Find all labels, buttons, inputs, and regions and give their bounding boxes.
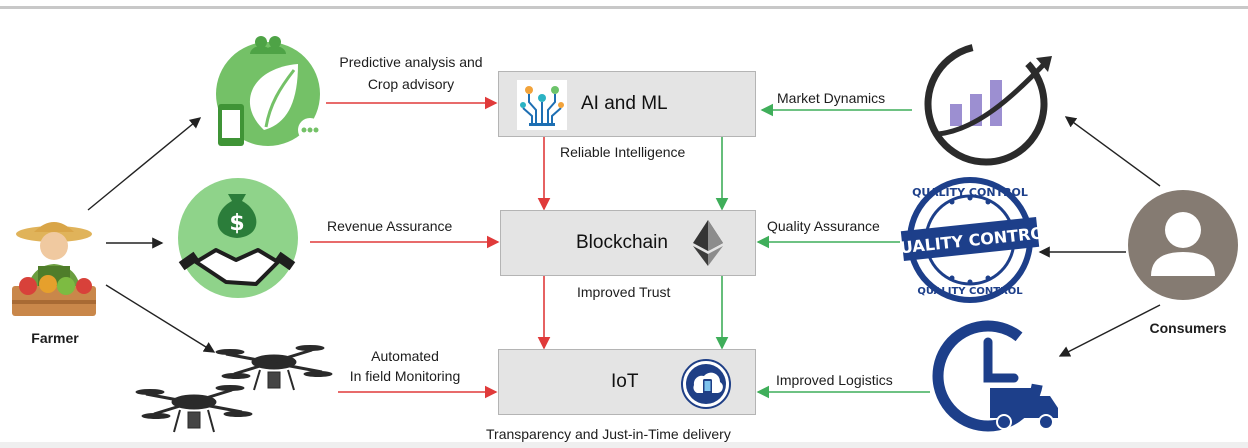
- iot-icon: [681, 359, 731, 409]
- quality-seal-top-text: QUALITY CONTROL: [912, 186, 1028, 199]
- quality-label: Quality Assurance: [767, 218, 880, 234]
- money-handshake-icon: $: [178, 178, 298, 298]
- automated-label-line2: In field Monitoring: [349, 368, 461, 384]
- blockchain-box[interactable]: Blockchain: [500, 210, 756, 276]
- transparency-label: Transparency and Just-in-Time delivery: [486, 426, 731, 442]
- consumer-avatar-icon: [1128, 190, 1238, 300]
- quality-seal-bottom-text: QUALITY CONTROL: [917, 286, 1023, 297]
- ai-ml-label: AI and ML: [581, 93, 668, 114]
- leaf-phone-icon: [216, 36, 322, 146]
- farmer-to-advisory-arrow: [87, 117, 202, 211]
- reliable-label: Reliable Intelligence: [560, 144, 686, 160]
- consumer-to-market-arrow: [1064, 116, 1161, 187]
- automated-label-line1: Automated: [371, 348, 439, 364]
- iot-box[interactable]: IoT: [498, 349, 756, 415]
- predictive-label-line1: Predictive analysis and: [339, 54, 483, 70]
- logistics-label: Improved Logistics: [776, 372, 893, 388]
- drone-icon: [135, 345, 333, 433]
- blockchain-label: Blockchain: [576, 232, 668, 253]
- ai-ml-box[interactable]: AI and ML: [498, 71, 756, 137]
- bottom-rule: [0, 442, 1248, 448]
- trust-label: Improved Trust: [577, 284, 671, 300]
- top-rule: [0, 6, 1248, 9]
- farmer-to-drone-arrow: [105, 284, 216, 353]
- growth-chart-icon: [924, 42, 1052, 166]
- clock-truck-icon: [932, 320, 1058, 432]
- quality-control-seal-icon: QUALITY CONTROL QUALITY CONTROL QUALITY …: [900, 177, 1040, 303]
- ethereum-icon: [693, 220, 723, 266]
- consumers-label: Consumers: [1149, 320, 1227, 336]
- market-label: Market Dynamics: [777, 90, 886, 106]
- iot-label: IoT: [611, 371, 639, 392]
- consumer-to-logistics-arrow: [1058, 304, 1161, 357]
- ai-ml-icon: [517, 80, 567, 130]
- predictive-label-line2: Crop advisory: [367, 76, 455, 92]
- revenue-label: Revenue Assurance: [327, 218, 453, 234]
- farmer-label: Farmer: [31, 330, 79, 346]
- svg-text:$: $: [229, 211, 244, 236]
- farmer-icon: [12, 222, 96, 316]
